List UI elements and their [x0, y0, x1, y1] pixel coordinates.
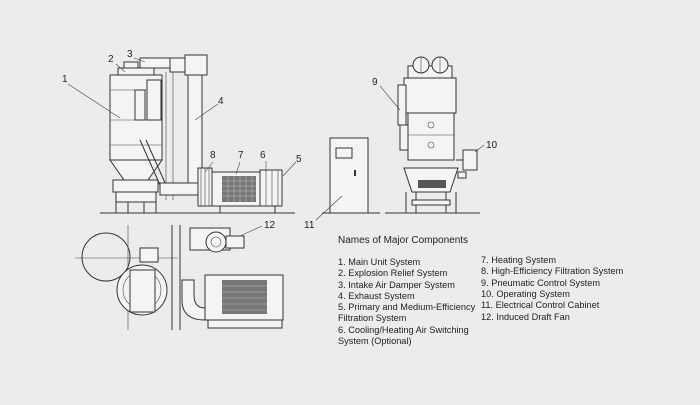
legend-item: 1. Main Unit System	[338, 257, 421, 267]
side-elevation	[385, 56, 480, 214]
callout-8: 8	[210, 150, 216, 161]
callout-6: 6	[260, 150, 266, 161]
front-elevation	[100, 54, 295, 214]
legend-item: 3. Intake Air Damper System	[338, 279, 455, 290]
legend-item: 11. Electrical Control Cabinet	[481, 300, 600, 311]
callout-1: 1	[62, 74, 68, 85]
callout-9: 9	[372, 77, 378, 88]
legend-item: 12. Induced Draft Fan	[481, 311, 570, 322]
legend-title: Names of Major Components	[338, 235, 469, 246]
callout-numbers: 1 2 3 4 5 6 7 8 9 10 11 12	[62, 49, 498, 231]
callout-11: 11	[304, 220, 315, 231]
legend-column-right: 7. Heating System 8. High-Efficiency Fil…	[481, 255, 681, 323]
callout-5: 5	[296, 154, 302, 165]
legend-item: 9. Pneumatic Control System	[481, 277, 600, 288]
plan-view	[75, 225, 284, 330]
callout-2: 2	[108, 54, 114, 65]
legend-item: 8. High-Efficiency Filtration System	[481, 266, 624, 277]
electrical-cabinet	[322, 137, 380, 214]
legend-item: 5. Primary and Medium-Efficiency Filtrat…	[338, 302, 476, 324]
legend-item: 7. Heating System	[481, 255, 557, 265]
legend-item: 4. Exhaust System	[338, 290, 415, 301]
callout-4: 4	[218, 96, 224, 107]
callout-3: 3	[127, 49, 133, 60]
legend-item: 6. Cooling/Heating Air Switching System …	[338, 324, 469, 346]
legend-item: 10. Operating System	[481, 288, 570, 299]
callout-10: 10	[486, 140, 498, 151]
callout-12: 12	[264, 220, 276, 231]
component-legend: Names of Major Components 1. Main Unit S…	[338, 235, 678, 360]
legend-column-left: 1. Main Unit System 2. Explosion Relief …	[338, 257, 488, 347]
callout-7: 7	[238, 150, 244, 161]
leader-lines	[67, 57, 485, 237]
legend-item: 2. Explosion Relief System	[338, 268, 448, 279]
